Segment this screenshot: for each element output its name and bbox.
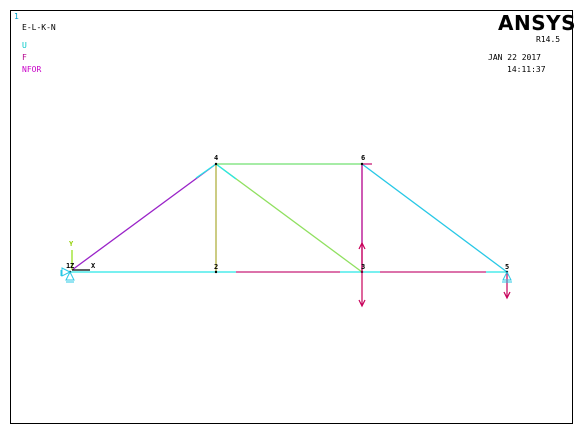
force-arrow-node-3 xyxy=(358,241,366,308)
element-4-3 xyxy=(215,163,363,273)
element-4-3-top xyxy=(215,163,237,180)
force-arrow-node-5 xyxy=(503,272,511,300)
element-1-4 xyxy=(71,163,217,271)
node-6-label: 6 xyxy=(361,154,366,162)
date-label: JAN 22 2017 xyxy=(488,53,541,62)
node-2-dot xyxy=(214,270,218,274)
legend-title: E-L-K-N xyxy=(22,23,56,32)
axis-x-label: X xyxy=(91,262,96,270)
node-3-label: 3 xyxy=(361,263,366,271)
support-node-5 xyxy=(502,270,512,283)
node-4-label: 4 xyxy=(214,154,219,162)
axis-y-label: Y xyxy=(69,240,74,248)
node-4-dot xyxy=(214,162,218,166)
window-number: 1 xyxy=(14,12,19,21)
node-5-label: 5 xyxy=(505,263,510,271)
time-label: 14:11:37 xyxy=(507,65,546,74)
element-6-5 xyxy=(361,163,508,273)
node-6-dot xyxy=(360,162,364,166)
node-1-label: 1 xyxy=(66,262,71,270)
graphics-window[interactable] xyxy=(10,10,573,424)
axis-z-label: Z xyxy=(70,262,75,270)
version-label: R14.5 xyxy=(536,35,561,44)
legend-u: U xyxy=(22,41,27,50)
legend-nfor: NFOR xyxy=(22,65,42,74)
node-2-label: 2 xyxy=(214,263,219,271)
element-1-4-top xyxy=(195,163,217,179)
legend-f: F xyxy=(22,53,27,62)
support-node-1 xyxy=(60,267,75,283)
brand-logo: ANSYS xyxy=(498,11,577,35)
